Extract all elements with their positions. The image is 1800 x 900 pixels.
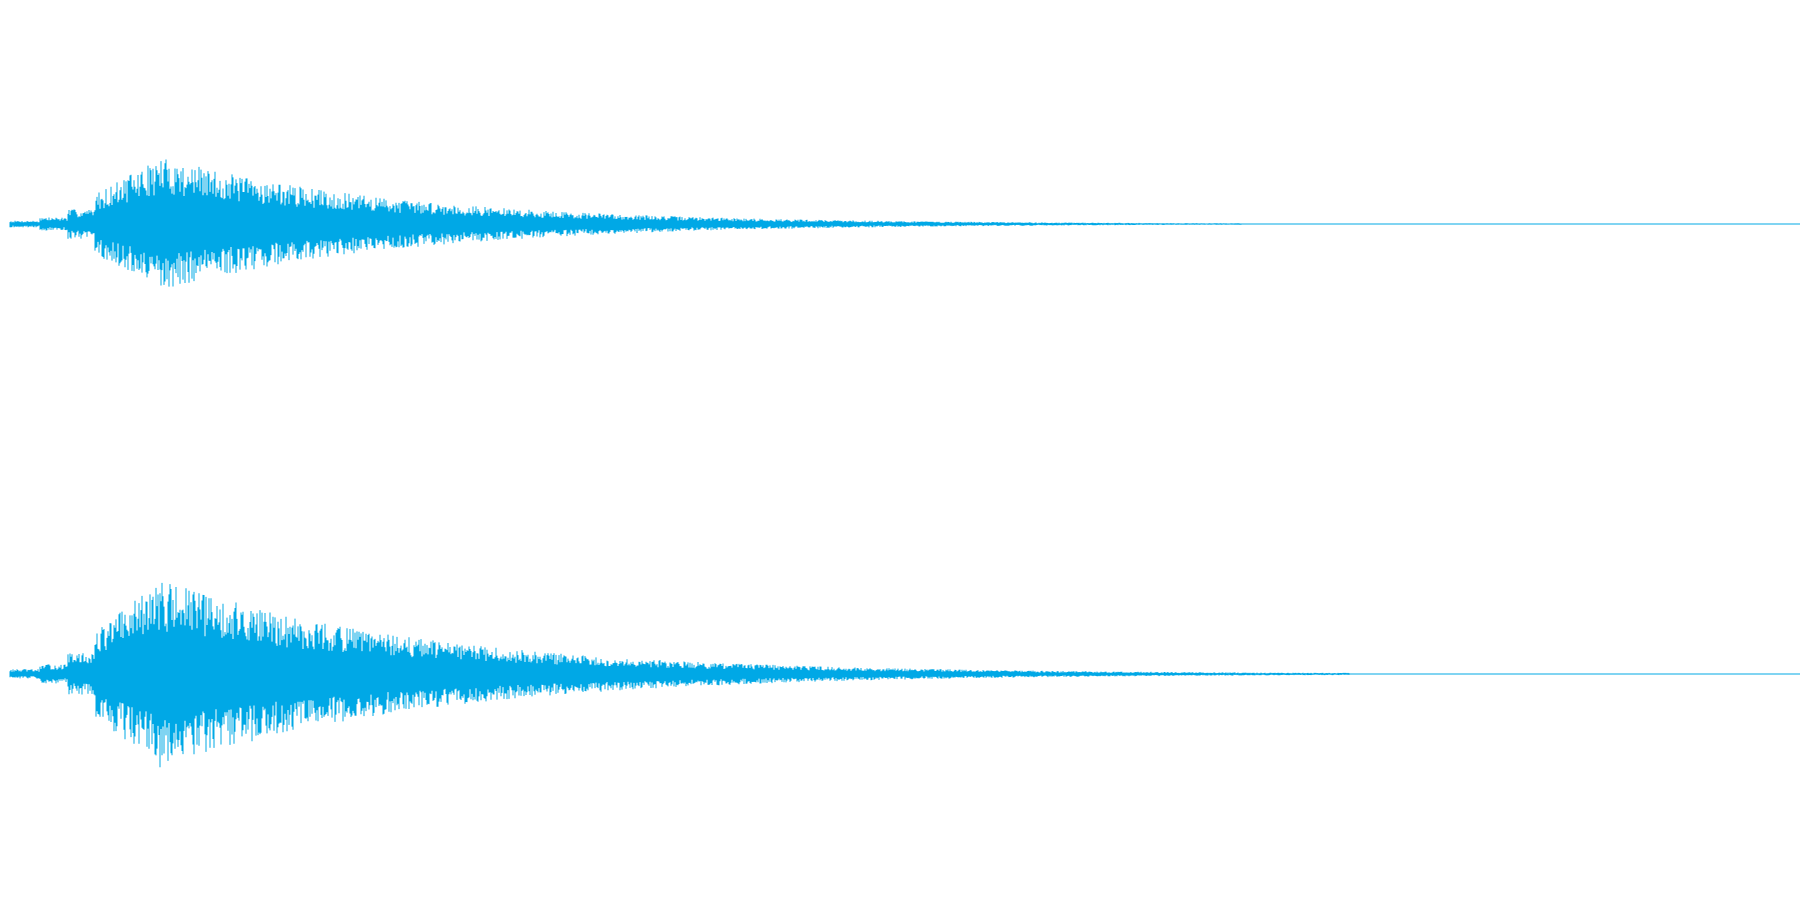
waveform-channel-right-svg xyxy=(9,582,1800,768)
waveform-samples xyxy=(9,582,1350,768)
waveform-channel-left xyxy=(9,159,1800,287)
waveform-channel-left-svg xyxy=(9,159,1800,287)
waveform-samples xyxy=(9,159,1242,287)
waveform-channel-right xyxy=(0,450,1800,900)
